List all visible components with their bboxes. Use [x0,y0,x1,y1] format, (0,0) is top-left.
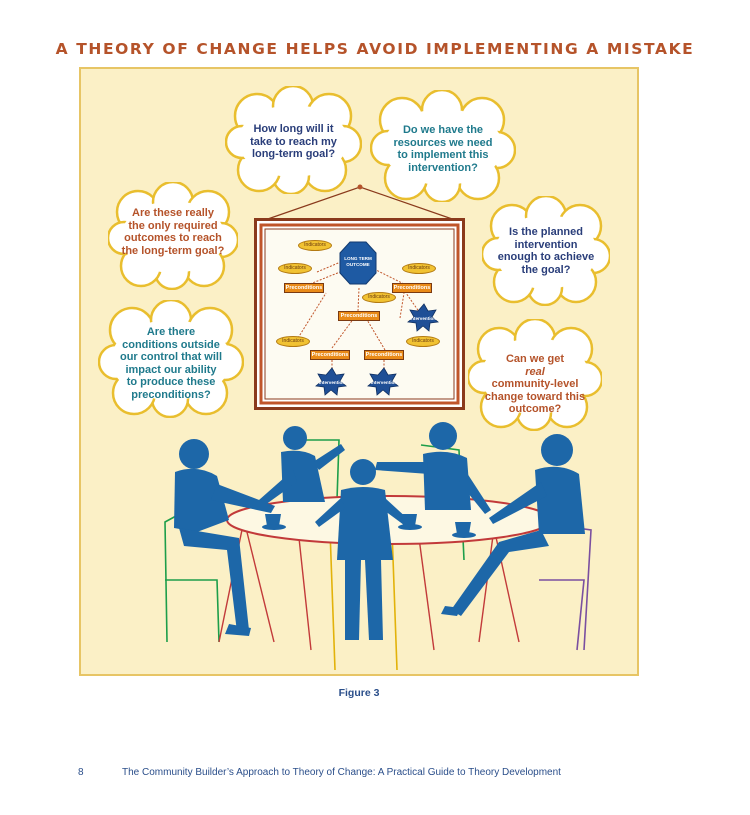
indicators-oval: Indicators [276,336,310,347]
people-at-table-illustration [164,422,592,671]
indicators-oval: Indicators [406,336,440,347]
figure-caption: Figure 3 [338,687,380,699]
intervention-label: Intervention [370,380,398,385]
cloud-shape-icon [468,319,602,431]
cloud-shape-icon [108,182,238,290]
preconditions-box: Preconditions [364,350,404,360]
preconditions-box: Preconditions [310,350,350,360]
preconditions-box: Preconditions [392,283,432,293]
preconditions-box: Preconditions [338,311,380,321]
indicators-oval: Indicators [298,240,332,251]
indicators-oval: Indicators [362,292,396,303]
cloud-shape-icon [370,90,516,202]
cloud-text: Can we get real community-level change t… [484,353,586,415]
cloud-shape-icon [225,86,362,194]
cloud-community: Can we get real community-level change t… [468,319,602,431]
page-number: 8 [78,767,84,778]
intervention-label: Intervention [409,316,437,321]
intervention-label: Intervention [318,380,346,385]
page-title: A THEORY OF CHANGE HELPS AVOID IMPLEMENT… [55,40,695,58]
cloud-shape-icon [98,300,244,418]
cloud-shape-icon [482,196,610,306]
indicators-oval: Indicators [278,263,312,274]
preconditions-box: Preconditions [284,283,324,293]
footer-title: The Community Builder’s Approach to Theo… [122,767,561,778]
hanging-wire-icon [261,184,459,222]
indicators-oval: Indicators [402,263,436,274]
